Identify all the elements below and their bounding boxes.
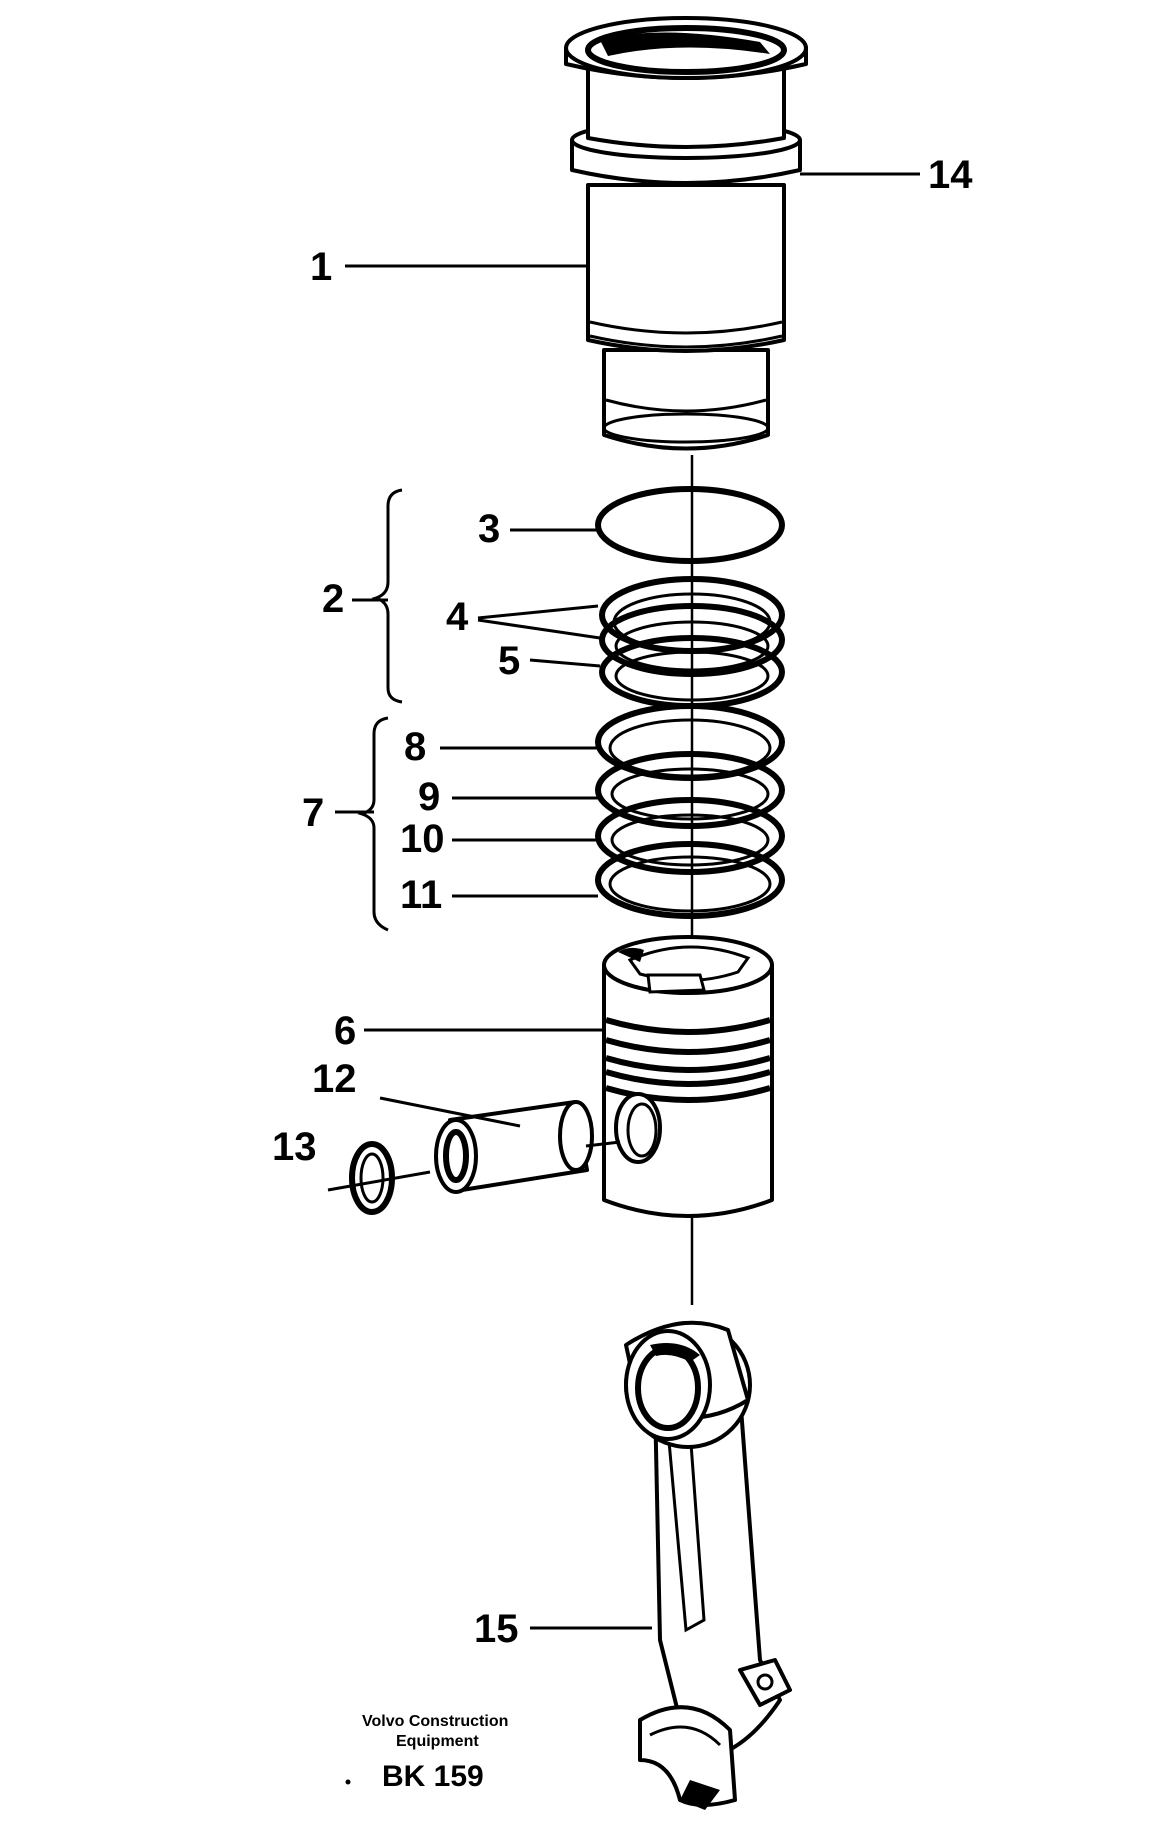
seal-ring-3 [595,486,785,564]
callout-labels: 1 14 2 3 4 5 7 8 9 10 11 6 12 13 15 [272,153,973,1651]
callout-8: 8 [404,725,426,769]
callout-5: 5 [498,639,520,683]
callout-1: 1 [310,245,332,289]
cylinder-liner [564,16,808,451]
group-brace-7 [357,716,389,932]
callout-11: 11 [400,873,442,917]
piston-rings-8-11 [595,703,785,919]
piston [602,935,774,1218]
circlip [349,1141,395,1215]
callout-3: 3 [478,507,500,551]
footer-diagram-code: BK 159 [382,1760,484,1793]
callout-14: 14 [928,153,973,197]
group-brace-2 [371,488,403,704]
callout-10: 10 [400,817,445,861]
footer-company-line1: Volvo Construction [362,1713,508,1730]
callout-7: 7 [302,791,324,835]
callout-9: 9 [418,775,440,819]
seal-rings-4-5 [599,576,785,709]
leader-lines [327,172,920,1630]
footer-credit: Volvo Construction Equipment BK 159 [345,1713,508,1793]
callout-4: 4 [446,595,469,639]
callout-12: 12 [312,1057,357,1101]
callout-2: 2 [322,577,344,621]
callout-15: 15 [474,1607,519,1651]
callout-6: 6 [334,1009,356,1053]
callout-13: 13 [272,1125,317,1169]
connecting-rod [624,1320,792,1810]
piston-pin [434,1100,594,1194]
footer-company-line2: Equipment [396,1733,479,1750]
